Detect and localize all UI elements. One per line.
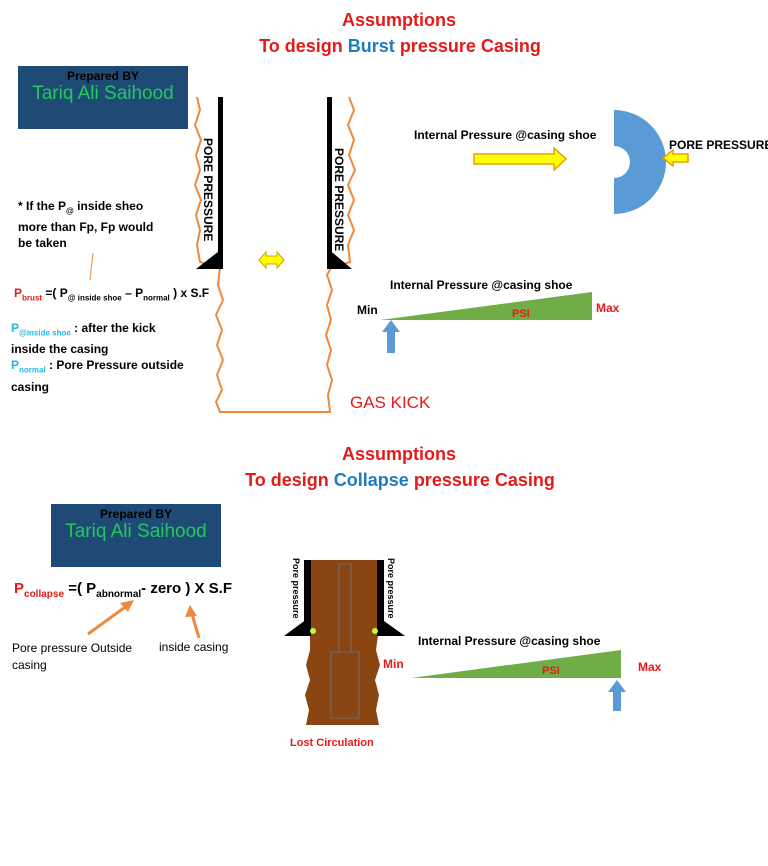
prepared-by-label: Prepared BY <box>66 69 140 83</box>
wellbore-outline-burst <box>193 96 357 413</box>
wall-label-right-burst: PORE PRESSURE <box>332 148 346 252</box>
collapse-title-line2: To design Collapse pressure Casing <box>245 470 555 490</box>
prepared-by-box-burst: Prepared BY Tariq Ali Saihood <box>18 66 188 129</box>
wall-label-left-burst: PORE PRESSURE <box>201 138 215 242</box>
prepared-by-box-collapse: Prepared BY Tariq Ali Saihood <box>51 504 221 567</box>
casing-shoe-right-collapse <box>377 616 405 636</box>
drill-collar <box>330 651 360 719</box>
inside-casing-pointer <box>190 613 201 639</box>
burst-title-line1: Assumptions <box>341 10 456 30</box>
burst-title-key: Burst <box>347 36 395 56</box>
mud-column-upper <box>310 560 378 635</box>
pressure-gradient-burst <box>380 292 592 320</box>
seal-dot-right <box>372 628 378 634</box>
lost-circulation-label: Lost Circulation <box>290 737 374 749</box>
psi-label-burst: PSI <box>512 308 530 320</box>
inside-casing-label: inside casing <box>159 640 229 654</box>
casing-wall-right <box>327 97 332 269</box>
collapse-equation: Pcollapse =( Pabnormal- zero ) X S.F <box>14 580 233 600</box>
casing-wall-left <box>218 97 223 269</box>
pressure-gradient-collapse <box>411 650 621 678</box>
up-arrow-icon <box>382 320 400 353</box>
internal-pressure-label: Internal Pressure @casing shoe <box>414 128 597 142</box>
casing-shoe-left-collapse <box>284 616 311 636</box>
max-label-collapse: Max <box>638 660 662 674</box>
pore-pressure-label: PORE PRESSURE <box>669 138 768 152</box>
arrowhead-inside-casing <box>185 605 197 617</box>
up-arrow-icon <box>608 680 626 711</box>
max-label-burst: Max <box>596 301 620 315</box>
collapse-title-line1: Assumptions <box>341 444 456 464</box>
casing-shoe-right <box>327 248 352 269</box>
collapse-title-key: Collapse <box>333 470 409 490</box>
gradient-label-collapse: Internal Pressure @casing shoe <box>418 634 601 648</box>
half-ring-icon <box>614 110 666 214</box>
arrowhead-pore-outside <box>120 600 134 612</box>
mud-column-lower <box>305 635 380 725</box>
gradient-label-burst: Internal Pressure @casing shoe <box>390 278 573 292</box>
double-arrow-icon <box>258 250 285 270</box>
pore-outside-label: Pore pressure Outside casing <box>12 641 133 672</box>
wall-label-left-collapse: Pore pressure <box>291 558 301 619</box>
prepared-by-label: Prepared BY <box>99 507 173 521</box>
pore-outside-pointer <box>87 603 129 636</box>
casing-shoe-left <box>196 248 223 269</box>
min-label-collapse: Min <box>383 657 404 671</box>
burst-note: * If the P@ inside sheo more than Fp, Fp… <box>18 199 154 251</box>
casing-wall-left-collapse <box>304 560 311 636</box>
wall-label-right-collapse: Pore pressure <box>386 558 396 619</box>
casing-wall-right-collapse <box>377 560 384 636</box>
right-arrow-icon <box>473 146 568 172</box>
note-pointer-line <box>89 252 94 281</box>
gas-kick-label: GAS KICK <box>350 393 431 412</box>
author-name: Tariq Ali Saihood <box>65 521 207 542</box>
burst-definitions: P@inside shoe : after the kick inside th… <box>11 321 184 394</box>
burst-title-line2: To design Burst pressure Casing <box>259 36 541 56</box>
psi-label-collapse: PSI <box>542 665 560 677</box>
left-arrow-icon <box>661 148 689 168</box>
author-name: Tariq Ali Saihood <box>32 83 174 104</box>
burst-equation: Pbrust =( P@ inside shoe – Pnormal ) x S… <box>14 286 210 303</box>
seal-dot-left <box>310 628 316 634</box>
min-label-burst: Min <box>357 303 378 317</box>
